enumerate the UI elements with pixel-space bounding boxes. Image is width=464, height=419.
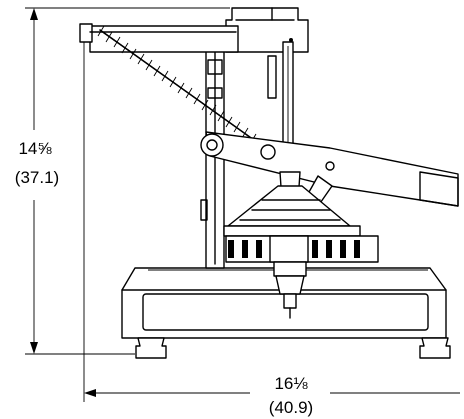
height-inches: 14⅝	[18, 139, 52, 158]
column-slot-2	[207, 87, 223, 99]
spring-coils	[97, 25, 257, 145]
lever-grip	[419, 171, 459, 207]
spring-fill	[99, 29, 269, 151]
column-side-guide	[267, 55, 277, 99]
column-bracket	[200, 199, 208, 221]
lever-hole	[325, 161, 335, 171]
height-arrow-top	[30, 8, 38, 20]
width-cm: (40.9)	[269, 398, 313, 417]
platen-center-hub	[269, 235, 309, 263]
platen-block-3	[256, 240, 262, 258]
foot-left	[135, 337, 167, 359]
platen-block-7	[354, 240, 360, 258]
platen-block-6	[340, 240, 346, 258]
platen-rim	[223, 225, 361, 237]
platen-ribs	[239, 199, 341, 221]
die-nozzle	[273, 261, 307, 319]
width-arrow-left	[84, 389, 96, 397]
nozzle-tip	[283, 293, 297, 309]
nozzle-collar	[273, 261, 307, 277]
platen-block-1	[228, 240, 234, 258]
head-bolt	[289, 38, 293, 42]
column-slot-1	[207, 59, 223, 75]
lever-spring-pin	[260, 144, 276, 160]
lower-platen	[225, 235, 379, 263]
lever-pivot-inner	[206, 139, 218, 151]
nozzle-body	[275, 275, 305, 295]
platen-block-2	[242, 240, 248, 258]
width-dimension: 16⅛ (40.9)	[83, 28, 460, 417]
height-arrow-bottom	[30, 342, 38, 354]
head-bracket	[225, 7, 309, 53]
foot-right	[419, 337, 451, 359]
platen-block-4	[312, 240, 318, 258]
height-dimension: 14⅝ (37.1)	[15, 7, 230, 355]
height-cm: (37.1)	[15, 168, 59, 187]
lever-arm	[200, 131, 459, 207]
width-inches: 16⅛	[274, 374, 308, 393]
head-end-cap	[79, 23, 93, 43]
upper-platen	[223, 185, 361, 237]
top-head	[79, 7, 309, 53]
platen-block-5	[326, 240, 332, 258]
